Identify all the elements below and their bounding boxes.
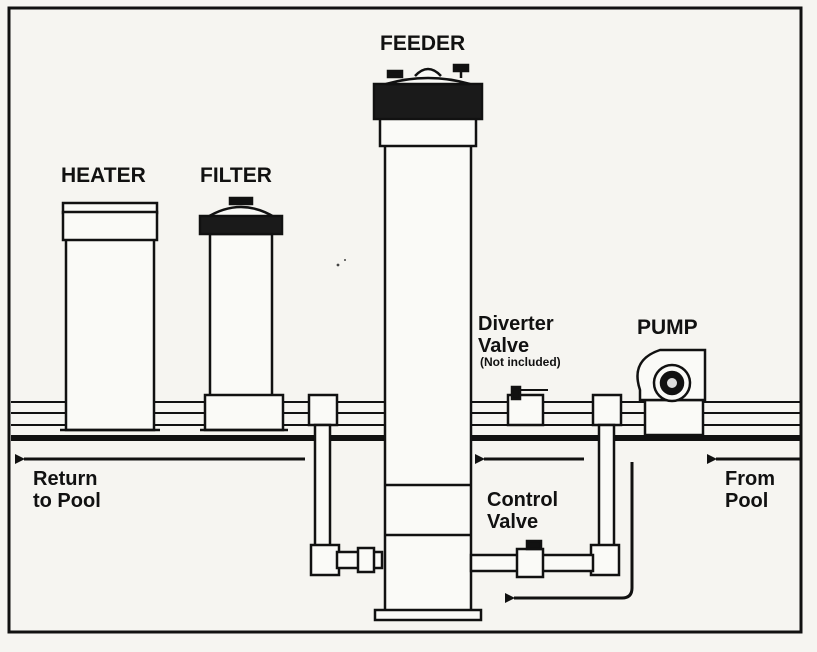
from-label-line2: Pool xyxy=(725,490,769,512)
return-label-line1: Return xyxy=(33,468,98,490)
control-label-line1: Control xyxy=(487,489,559,511)
left-tee xyxy=(307,393,384,577)
flow-arrows xyxy=(14,454,800,603)
filter-label: FILTER xyxy=(200,164,272,187)
return-to-pool-label: Return to Pool xyxy=(33,468,101,512)
heater-unit xyxy=(60,201,160,432)
feeder-unit xyxy=(372,63,484,622)
diverter-note: (Not included) xyxy=(480,355,561,369)
pump-label: PUMP xyxy=(637,316,698,339)
filter-unit xyxy=(198,196,288,432)
feeder-label: FEEDER xyxy=(380,32,466,55)
from-label-line1: From xyxy=(725,468,775,490)
diverter-valve xyxy=(506,385,548,427)
diverter-label-line2: Valve xyxy=(478,335,530,357)
paper-specks xyxy=(336,259,346,267)
diverter-valve-label: Diverter Valve xyxy=(478,313,554,357)
pump-unit xyxy=(636,348,707,437)
right-tee xyxy=(589,393,623,577)
control-valve-label: Control Valve xyxy=(487,489,558,533)
heater-label: HEATER xyxy=(61,164,146,187)
control-valve xyxy=(469,539,595,579)
control-label-line2: Valve xyxy=(487,511,539,533)
bypass-flow-arrow xyxy=(505,462,634,603)
from-pool-label: From Pool xyxy=(725,468,775,512)
return-label-line2: to Pool xyxy=(33,490,101,512)
diverter-label-line1: Diverter xyxy=(478,313,554,335)
